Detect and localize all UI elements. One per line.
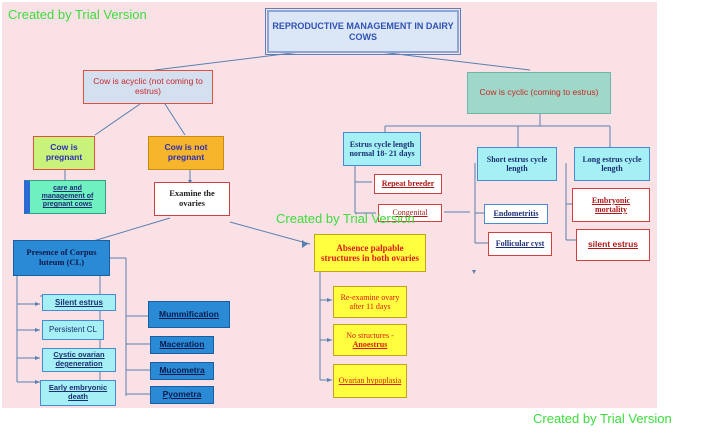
node-examine-ovaries: Examine the ovaries (154, 182, 230, 216)
node-mummification: Mummification (148, 301, 230, 328)
watermark-center: Created by Trial Version (276, 211, 415, 226)
node-embryonic-mortality: Embryonic mortality (572, 188, 650, 222)
node-repeat-breeder: Repeat breeder (374, 174, 442, 194)
node-long-estrus: Long estrus cycle length (574, 147, 650, 181)
diagram-title-text: REPRODUCTIVE MANAGEMENT IN DAIRY COWS (272, 21, 454, 42)
node-cystic-degeneration: Cystic ovarian degeneration (42, 348, 116, 372)
diagram-title: REPRODUCTIVE MANAGEMENT IN DAIRY COWS (265, 8, 461, 55)
node-care-management: care and management of pregnant cows (24, 180, 106, 214)
node-pregnant: Cow is pregnant (33, 136, 95, 170)
node-pyometra: Pyometra (150, 386, 214, 404)
node-silent-estrus-long: silent estrus (576, 229, 650, 261)
node-acyclic: Cow is acyclic (not coming to estrus) (83, 70, 213, 104)
node-ovarian-hypoplasia: Ovarian hypoplasia (333, 364, 407, 398)
node-not-pregnant: Cow is not pregnant (148, 136, 224, 170)
node-persistent-cl: Persistent CL (42, 320, 104, 340)
node-congenital: Congenital (378, 204, 442, 222)
node-mucometra: Mucometra (150, 362, 214, 380)
node-corpus-luteum: Presence of Corpus luteum (CL) (13, 240, 110, 276)
node-absence-structures: Absence palpable structures in both ovar… (314, 234, 426, 272)
node-endometritis: Endometritis (484, 204, 548, 224)
node-estrus-normal: Estrus cycle length normal 18- 21 days (343, 132, 421, 166)
node-short-estrus: Short estrus cycle length (477, 147, 557, 181)
watermark-bottom-right: Created by Trial Version (533, 411, 672, 426)
node-no-structures: No structures - Anoestrus (333, 324, 407, 356)
anoestrus-label: Anoestrus (352, 340, 388, 349)
node-cyclic: Cow is cyclic (coming to estrus) (467, 72, 611, 114)
watermark-top-left: Created by Trial Version (8, 7, 147, 22)
node-reexamine-ovary: Re-examine ovary after 11 days (333, 286, 407, 318)
node-maceration: Maceration (150, 336, 214, 354)
node-follicular-cyst: Follicular cyst (488, 232, 552, 256)
node-silent-estrus-cl: Silent estrus (42, 294, 116, 311)
node-early-embryonic-death: Early embryonic death (40, 380, 116, 406)
